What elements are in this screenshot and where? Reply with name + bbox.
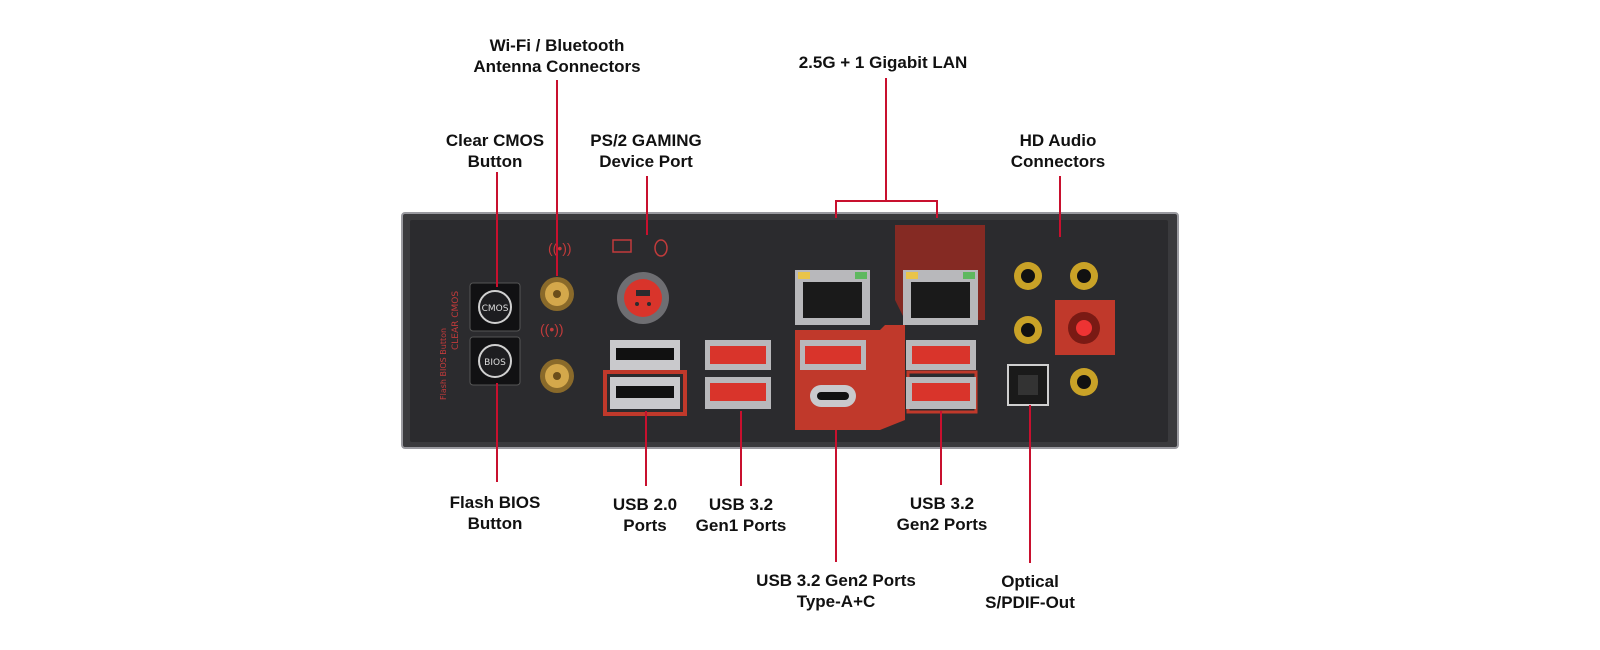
label-usb32-gen1: USB 3.2 Gen1 Ports [695, 495, 787, 535]
audio-jack-4 [1068, 312, 1100, 344]
cmos-key-text: CMOS [482, 304, 509, 314]
label-flash-bios: Flash BIOS Button [449, 493, 541, 533]
usb32-gen1-port-bottom [705, 377, 771, 409]
leader-lines [496, 78, 1061, 563]
label-hd-audio: HD Audio Connectors [1010, 131, 1106, 171]
clear-cmos-button: CMOS [469, 282, 521, 332]
usb20-port-top [610, 340, 680, 370]
label-usb20: USB 2.0 Ports [612, 495, 678, 535]
usb32-gen2-typea-port [800, 340, 866, 370]
usb32-gen2-port-bottom [906, 377, 976, 409]
label-usb32-gen2-type-ac: USB 3.2 Gen2 Ports Type-A+C [756, 571, 916, 611]
usb32-gen2-port-top [906, 340, 976, 370]
io-shield-panel [410, 220, 1168, 442]
keyboard-icon [612, 239, 632, 253]
mouse-icon [654, 239, 668, 257]
audio-jack-3 [1014, 316, 1042, 344]
lan-port-2 [903, 270, 978, 325]
usb32-gen1-port-top [705, 340, 771, 370]
label-lan: 2.5G + 1 Gigabit LAN [798, 53, 968, 72]
leader-lan [835, 78, 887, 218]
lan-port-1 [795, 270, 870, 325]
label-ps2: PS/2 GAMING Device Port [590, 131, 702, 171]
antenna-connector-2 [540, 359, 574, 393]
audio-jack-2 [1070, 262, 1098, 290]
leader-lan-right [886, 200, 938, 218]
audio-jack-5 [1070, 368, 1098, 396]
antenna-icon-1: ((•)) [548, 240, 572, 256]
antenna-icon-2: ((•)) [540, 321, 564, 337]
flash-bios-silkscreen: Flash BIOS Button [439, 328, 448, 400]
antenna-connector-1 [540, 277, 574, 311]
label-clear-cmos: Clear CMOS Button [445, 131, 545, 171]
usb20-port-bottom [610, 377, 680, 409]
label-wifi-antenna: Wi-Fi / Bluetooth Antenna Connectors [473, 36, 641, 76]
usb32-gen2-typec-port [810, 385, 856, 407]
optical-spdif-port [1007, 364, 1049, 406]
label-optical-spdif: Optical S/PDIF-Out [985, 572, 1075, 612]
bios-key-text: BIOS [484, 358, 506, 368]
audio-jack-1 [1014, 262, 1042, 290]
flash-bios-button: BIOS [469, 336, 521, 386]
ps2-port [617, 272, 669, 324]
clear-cmos-silkscreen: CLEAR CMOS [451, 291, 461, 350]
label-usb32-gen2: USB 3.2 Gen2 Ports [896, 494, 988, 534]
